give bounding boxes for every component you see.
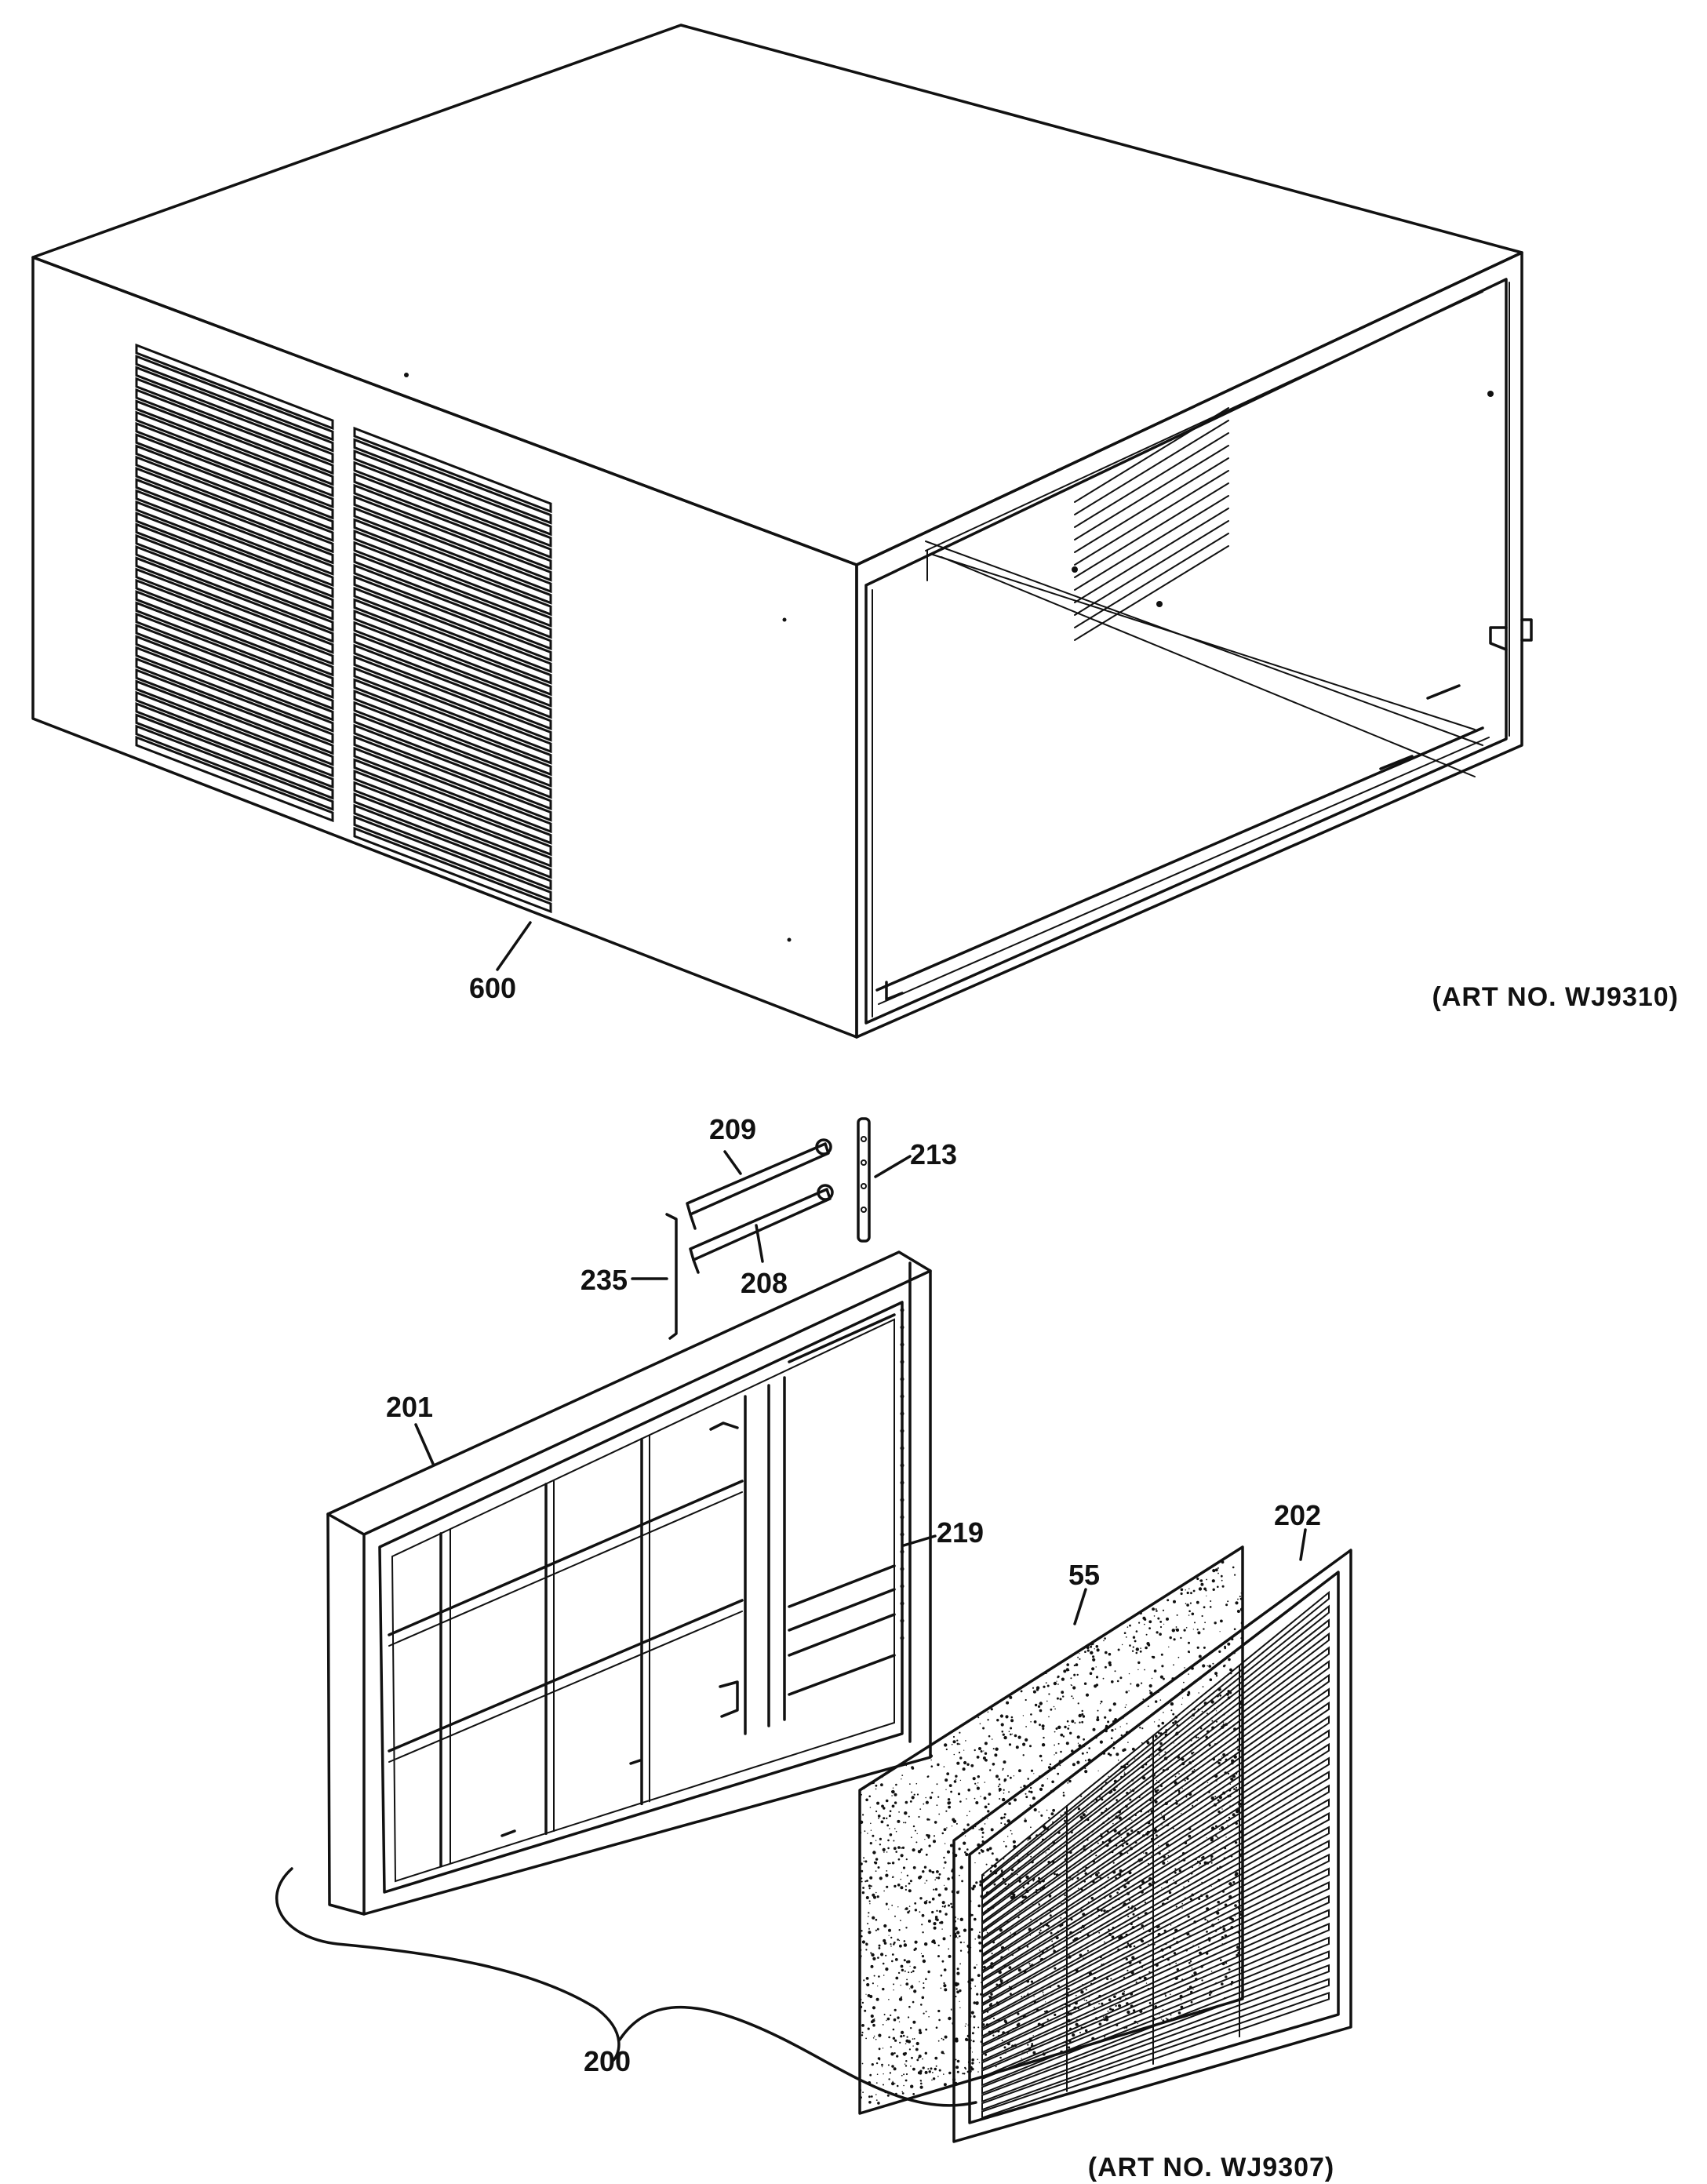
part-201-leader bbox=[414, 1423, 435, 1465]
part-219-leader bbox=[902, 1534, 937, 1547]
cabinet-inner-flange bbox=[864, 278, 1508, 1025]
part-209-bar bbox=[686, 1138, 832, 1230]
cabinet-side-louvers-left bbox=[135, 343, 334, 823]
part-213-label: 213 bbox=[910, 1138, 957, 1170]
part-55-leader bbox=[1073, 1588, 1087, 1625]
part-208-label: 208 bbox=[741, 1267, 788, 1299]
part-219-label: 219 bbox=[937, 1516, 984, 1549]
part-200-label: 200 bbox=[584, 2045, 631, 2077]
part-213-leader bbox=[874, 1155, 912, 1178]
part-235-label: 235 bbox=[581, 1264, 628, 1296]
cabinet-leader bbox=[496, 921, 532, 971]
part-208-leader bbox=[755, 1224, 764, 1263]
part-202-leader bbox=[1299, 1528, 1307, 1561]
part-55-label: 55 bbox=[1068, 1559, 1100, 1591]
front-grille bbox=[952, 1528, 1352, 2143]
front-frame-grid bbox=[388, 1434, 744, 1868]
part-208-bar bbox=[689, 1184, 834, 1274]
front-frame-assembly bbox=[326, 1250, 937, 1916]
part-209-leader bbox=[723, 1150, 742, 1175]
part-201-label: 201 bbox=[386, 1391, 433, 1423]
cabinet-bottom-rail bbox=[875, 726, 1484, 992]
art-number-top: (ART NO. WJ9310) bbox=[1432, 982, 1680, 1012]
art-number-bottom: (ART NO. WJ9307) bbox=[1088, 2153, 1335, 2182]
cabinet-front-frame bbox=[855, 251, 1523, 1039]
part-235-wire bbox=[631, 1213, 678, 1340]
cabinet-rear-louvers bbox=[1074, 407, 1229, 641]
part-209-label: 209 bbox=[709, 1113, 756, 1145]
cabinet-side-louvers-right bbox=[353, 426, 552, 914]
part-200-bracket bbox=[275, 1867, 977, 2107]
part-202-label: 202 bbox=[1274, 1499, 1321, 1531]
cabinet-part-number: 600 bbox=[469, 972, 516, 1004]
part-213-strip bbox=[857, 1117, 912, 1243]
cabinet-top-face bbox=[31, 24, 1523, 566]
cabinet-assembly bbox=[31, 24, 1533, 1039]
